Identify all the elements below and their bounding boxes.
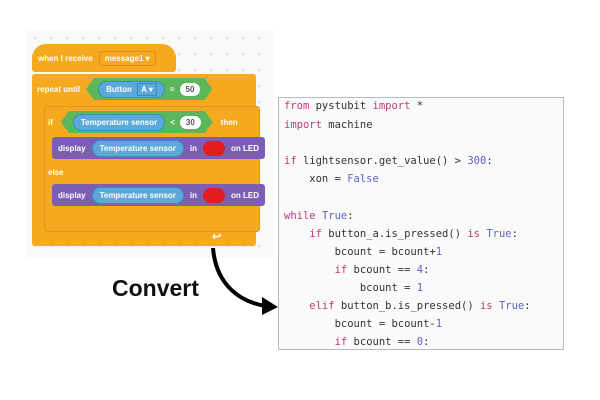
code-token: : <box>486 155 493 167</box>
button-dropdown[interactable]: A ▾ <box>137 83 157 96</box>
code-token: : <box>423 264 430 276</box>
code-token: is <box>467 228 487 240</box>
code-line: bcount = 1 <box>284 282 423 294</box>
curved-arrow-icon <box>211 247 278 315</box>
code-line: if lightsensor.get_value() > 300: <box>284 155 493 167</box>
code-line: elif button_b.is_pressed() is True: <box>284 300 531 312</box>
less-than-operator: < <box>170 117 175 127</box>
on-led-label: on LED <box>231 190 260 200</box>
code-token: bcount == <box>353 336 417 348</box>
code-token: import <box>284 119 329 131</box>
code-token: pystubit <box>315 100 373 112</box>
code-token: xon = <box>284 173 348 185</box>
code-token: elif <box>284 300 341 312</box>
code-token: bcount = bcount+ <box>284 246 436 258</box>
if-label: if <box>48 117 53 127</box>
code-token: while <box>284 210 322 222</box>
display-block-1[interactable]: display Temperature sensor in on LED <box>52 137 266 159</box>
code-token: if <box>284 228 329 240</box>
code-token: : <box>423 336 430 348</box>
code-token: 300 <box>467 155 487 167</box>
display-block-2[interactable]: display Temperature sensor in on LED <box>52 184 266 206</box>
if-value-input[interactable]: 30 <box>180 116 201 129</box>
code-line: if bcount == 0: <box>284 336 430 348</box>
color-swatch-red[interactable] <box>203 140 226 156</box>
display-label: display <box>58 143 86 153</box>
code-token: from <box>284 100 316 112</box>
on-led-label: on LED <box>231 143 260 153</box>
code-token: is <box>479 300 499 312</box>
code-token: if <box>284 155 303 167</box>
code-line: bcount = bcount-1 <box>284 318 442 330</box>
code-line: import machine <box>284 119 373 131</box>
code-token: if <box>284 336 354 348</box>
code-token: 1 <box>416 282 424 294</box>
code-token: bcount == <box>353 264 417 276</box>
code-line: from pystubit import * <box>284 100 423 112</box>
code-token: False <box>347 173 379 185</box>
else-label: else <box>48 168 64 177</box>
in-label: in <box>189 190 198 200</box>
temperature-sensor[interactable]: Temperature sensor <box>91 139 184 157</box>
code-token: True <box>486 228 512 240</box>
code-line: while True: <box>284 210 354 222</box>
code-line: xon = False <box>284 173 379 185</box>
code-token: if <box>284 264 354 276</box>
in-label: in <box>189 143 198 153</box>
code-token: 1 <box>435 318 443 330</box>
button-sensor[interactable]: Button A ▾ <box>98 81 165 98</box>
repeat-label: repeat until <box>37 84 81 94</box>
code-token: 4 <box>416 264 424 276</box>
temperature-sensor[interactable]: Temperature sensor <box>73 114 165 131</box>
equals-operator: = <box>169 84 175 94</box>
code-token: True <box>498 300 525 312</box>
code-token: : <box>347 210 354 222</box>
code-token: bcount = <box>284 282 417 294</box>
less-than-condition[interactable]: Temperature sensor < 30 <box>61 111 213 133</box>
message-dropdown[interactable]: message1 ▾ <box>98 50 156 66</box>
code-token: * <box>416 100 424 112</box>
code-line: bcount = bcount+1 <box>284 246 442 258</box>
button-sensor-label: Button <box>106 84 132 94</box>
code-line: if button_a.is_pressed() is True: <box>284 228 518 240</box>
hat-label: when I receive <box>38 53 93 63</box>
code-token: True <box>321 210 348 222</box>
code-token: 1 <box>435 246 443 258</box>
code-token: bcount = bcount- <box>284 318 436 330</box>
code-token: lightsensor.get_value() > <box>302 155 468 167</box>
repeat-value-input[interactable]: 50 <box>180 83 201 96</box>
equals-condition[interactable]: Button A ▾ = 50 <box>86 78 212 100</box>
then-label: then <box>220 117 238 127</box>
code-token: import <box>372 100 417 112</box>
when-i-receive-block[interactable]: when I receive message1 ▾ <box>32 44 176 72</box>
temperature-sensor[interactable]: Temperature sensor <box>91 186 184 204</box>
display-label: display <box>58 190 86 200</box>
loop-arrow-icon: ↩ <box>212 231 222 243</box>
color-swatch-red[interactable] <box>203 187 226 203</box>
code-token: : <box>511 228 518 240</box>
code-line: if bcount == 4: <box>284 264 430 276</box>
code-token: button_a.is_pressed() <box>328 228 468 240</box>
code-token: : <box>524 300 531 312</box>
convert-label: Convert <box>112 275 199 301</box>
code-token: 0 <box>416 336 424 348</box>
code-token: button_b.is_pressed() <box>340 300 480 312</box>
code-token: machine <box>328 119 373 131</box>
